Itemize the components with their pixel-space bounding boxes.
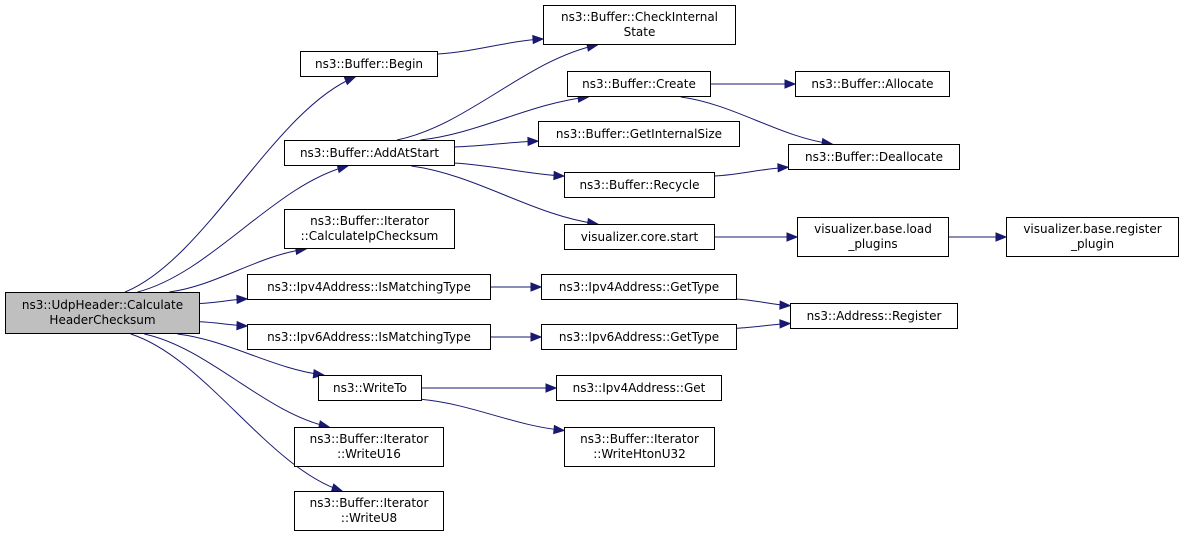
- arrowhead-buf_begin: [343, 76, 357, 86]
- node-label-line: ns3::UdpHeader::Calculate: [21, 298, 184, 312]
- edge-udp_calc-to-writeto: [177, 333, 324, 376]
- node-label-line: visualizer.base.register: [1023, 222, 1162, 236]
- node-label-line: ns3::Buffer::Allocate: [811, 76, 934, 91]
- edge-udp_calc-to-buf_begin: [124, 76, 356, 293]
- node-label-line: visualizer.base.load: [814, 222, 932, 236]
- node-label-line: ns3::Buffer::CheckInternal: [560, 10, 719, 24]
- arrowhead-ipv6_gettype: [530, 332, 543, 342]
- node-buffer-get-internal-size[interactable]: ns3::Buffer::GetInternalSize: [538, 121, 740, 147]
- arrowhead-buf_allocate: [784, 79, 797, 89]
- arrowhead-ipv4_ismatch: [236, 294, 249, 305]
- node-udpheader-calculate-header-checksum: ns3::UdpHeader::Calculate HeaderChecksum: [5, 292, 200, 334]
- edge-buf_recycle-to-buf_deallocate: [714, 166, 789, 177]
- node-label-line: ns3::Ipv4Address::IsMatchingType: [267, 279, 471, 294]
- node-label-line: visualizer.core.start: [580, 229, 699, 244]
- arrowhead-vis_register: [995, 232, 1008, 242]
- node-label-line: ns3::Ipv4Address::Get: [572, 380, 706, 395]
- edge-buf_addatstart-to-buf_recycle: [454, 162, 565, 177]
- edge-buf_addatstart-to-buf_getinternal: [454, 140, 539, 148]
- arrowhead-ipv4_get: [545, 383, 558, 393]
- node-label-line: ::WriteU16: [337, 447, 401, 461]
- node-label-line: ns3::Buffer::AddAtStart: [299, 145, 440, 160]
- node-label-line: ns3::Buffer::Deallocate: [805, 149, 943, 164]
- node-buffer-deallocate[interactable]: ns3::Buffer::Deallocate: [788, 144, 960, 170]
- node-label-line: ns3::Buffer::Iterator: [309, 432, 429, 446]
- node-label-line: _plugins: [848, 237, 898, 251]
- arrowhead-iter_writehton: [553, 424, 566, 435]
- node-iterator-write-hton-u32[interactable]: ns3::Buffer::Iterator ::WriteHtonU32: [564, 427, 715, 467]
- node-address-register[interactable]: ns3::Address::Register: [790, 303, 958, 329]
- node-ipv4address-get[interactable]: ns3::Ipv4Address::Get: [556, 375, 722, 401]
- node-label-line: ns3::Buffer::Iterator: [580, 432, 699, 446]
- node-buffer-add-at-start[interactable]: ns3::Buffer::AddAtStart: [284, 140, 455, 166]
- arrowhead-vis_load: [786, 232, 799, 242]
- edge-udp_calc-to-buf_addatstart: [137, 165, 348, 293]
- node-buffer-allocate[interactable]: ns3::Buffer::Allocate: [795, 71, 950, 97]
- node-label-line: ns3::Buffer::Create: [582, 76, 696, 91]
- edge-udp_calc-to-iter_writeu16: [144, 333, 330, 428]
- node-label-line: ::WriteU8: [340, 511, 398, 525]
- node-visualizer-core-start[interactable]: visualizer.core.start: [564, 224, 715, 250]
- edge-udp_calc-to-iter_calcip: [169, 248, 306, 293]
- node-label-line: ns3::Ipv6Address::GetType: [558, 329, 720, 344]
- node-ipv6address-is-matching-type[interactable]: ns3::Ipv6Address::IsMatchingType: [247, 324, 491, 350]
- node-label-line: ns3::Ipv4Address::GetType: [558, 279, 720, 294]
- node-label-line: ns3::Ipv6Address::IsMatchingType: [267, 329, 471, 344]
- node-iterator-write-u16[interactable]: ns3::Buffer::Iterator ::WriteU16: [294, 427, 444, 467]
- node-label-line: ns3::Buffer::Iterator: [310, 214, 429, 228]
- node-visualizer-base-load-plugins[interactable]: visualizer.base.load _plugins: [797, 217, 949, 257]
- arrowhead-addr_register: [779, 319, 792, 329]
- node-label-line: ns3::WriteTo: [333, 380, 407, 395]
- arrowhead-ipv6_ismatch: [236, 320, 249, 331]
- node-iterator-calculate-ip-checksum[interactable]: ns3::Buffer::Iterator ::CalculateIpCheck…: [284, 209, 455, 249]
- node-iterator-write-u8[interactable]: ns3::Buffer::Iterator ::WriteU8: [294, 491, 444, 531]
- edge-buf_create-to-buf_deallocate: [680, 96, 833, 145]
- node-label-line: HeaderChecksum: [49, 313, 156, 327]
- edge-writeto-to-iter_writehton: [421, 398, 565, 431]
- node-buffer-recycle[interactable]: ns3::Buffer::Recycle: [564, 172, 715, 198]
- node-ipv4address-is-matching-type[interactable]: ns3::Ipv4Address::IsMatchingType: [247, 274, 491, 300]
- node-label-line: ns3::Buffer::GetInternalSize: [555, 126, 723, 141]
- node-visualizer-base-register-plugin[interactable]: visualizer.base.register _plugin: [1006, 217, 1179, 257]
- node-label-line: ns3::Buffer::Begin: [314, 56, 424, 71]
- node-buffer-begin[interactable]: ns3::Buffer::Begin: [300, 51, 438, 77]
- arrowhead-buf_getinternal: [527, 136, 540, 147]
- arrowhead-buf_recycle: [553, 170, 566, 181]
- node-ipv4address-get-type[interactable]: ns3::Ipv4Address::GetType: [541, 274, 737, 300]
- node-label-line: ::WriteHtonU32: [593, 447, 686, 461]
- node-label-line: State: [623, 25, 656, 39]
- arrowhead-buf_check: [532, 34, 545, 45]
- node-label-line: _plugin: [1070, 237, 1115, 251]
- node-buffer-check-internal-state[interactable]: ns3::Buffer::CheckInternal State: [543, 5, 736, 45]
- arrowhead-ipv4_gettype: [530, 282, 543, 292]
- edge-buf_addatstart-to-vis_core_start: [411, 165, 598, 225]
- node-label-line: ns3::Buffer::Recycle: [579, 177, 700, 192]
- edge-buf_addatstart-to-buf_check: [396, 44, 598, 141]
- edge-buf_addatstart-to-buf_create: [420, 96, 589, 141]
- node-label-line: ::CalculateIpChecksum: [300, 229, 439, 243]
- node-buffer-create[interactable]: ns3::Buffer::Create: [567, 71, 711, 97]
- arrowhead-addr_register: [779, 300, 792, 310]
- edge-udp_calc-to-iter_writeu8: [130, 333, 343, 492]
- edge-buf_begin-to-buf_check: [437, 38, 544, 55]
- node-label-line: ns3::Address::Register: [806, 308, 942, 323]
- arrowhead-buf_deallocate: [777, 163, 790, 173]
- node-label-line: ns3::Buffer::Iterator: [309, 496, 429, 510]
- node-writeto[interactable]: ns3::WriteTo: [318, 375, 422, 401]
- node-ipv6address-get-type[interactable]: ns3::Ipv6Address::GetType: [541, 324, 737, 350]
